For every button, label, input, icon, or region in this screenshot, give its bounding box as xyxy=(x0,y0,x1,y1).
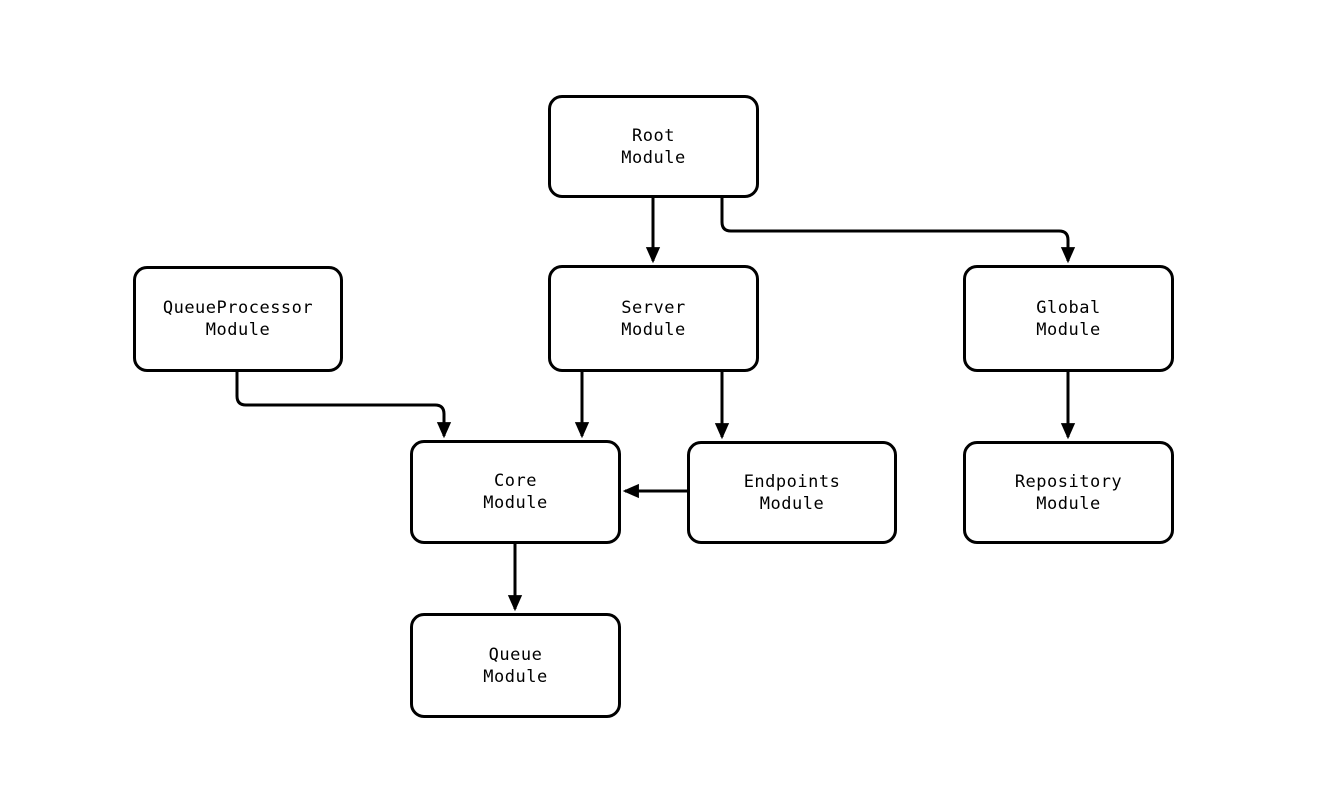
queueprocessor-module-node[interactable]: QueueProcessor Module xyxy=(133,266,343,372)
server-module-label-line1: Server xyxy=(621,297,686,318)
endpoints-module-label-line2: Module xyxy=(759,493,825,514)
core-module-label-line1: Core xyxy=(494,471,537,491)
global-module-label-line1: Global xyxy=(1036,297,1101,318)
root-module-label-line2: Module xyxy=(621,147,686,168)
endpoints-module-label-line1: Endpoints xyxy=(743,471,841,492)
global-module-node[interactable]: Global Module xyxy=(963,265,1174,372)
edge-root-to-global xyxy=(720,198,1076,264)
edge-queueprocessor-to-core xyxy=(235,372,452,439)
core-module-label-line2: Module xyxy=(483,493,548,513)
root-module-label-line1: Root xyxy=(632,125,675,146)
queue-module-label-line2: Module xyxy=(483,666,548,687)
queue-module-label-line1: Queue xyxy=(488,644,543,665)
global-module-label-line2: Module xyxy=(1036,319,1101,340)
endpoints-module-node[interactable]: Endpoints Module xyxy=(687,441,897,544)
core-module-node[interactable]: Core Module xyxy=(410,440,621,544)
server-module-node[interactable]: Server Module xyxy=(548,265,759,372)
queue-module-node[interactable]: Queue Module xyxy=(410,613,621,718)
server-module-label-line2: Module xyxy=(621,319,686,340)
repository-module-node[interactable]: Repository Module xyxy=(963,441,1174,544)
root-module-node[interactable]: Root Module xyxy=(548,95,759,198)
repository-module-label-line1: Repository xyxy=(1014,471,1123,492)
queueprocessor-module-label-line1: QueueProcessor xyxy=(162,298,314,318)
repository-module-label-line2: Module xyxy=(1036,493,1101,514)
queueprocessor-module-label-line2: Module xyxy=(205,320,271,340)
